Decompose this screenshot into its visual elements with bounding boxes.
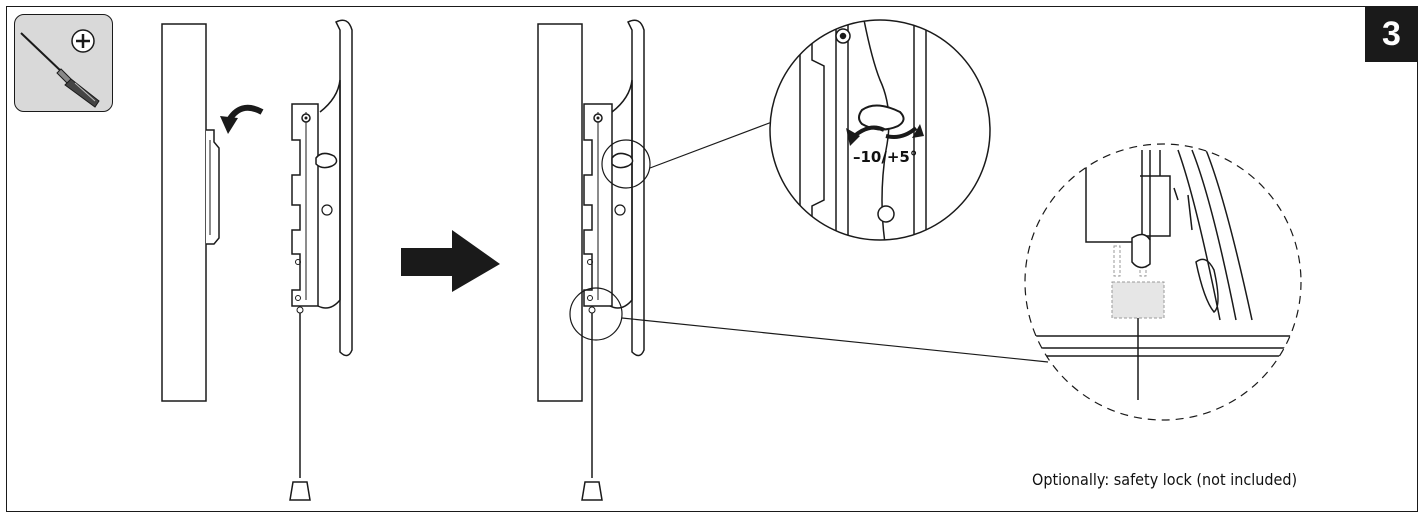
safety-cord-right (581, 306, 603, 501)
wall-right (537, 23, 583, 402)
zoom-detail-tilt (769, 19, 991, 241)
zoom-detail-safety-lock (1024, 143, 1302, 421)
leader-line-lock (621, 317, 1049, 363)
tilt-range-label: –10/+5° (853, 148, 918, 166)
safety-lock-caption: Optionally: safety lock (not included) (1032, 470, 1298, 489)
tilt-knob-right (611, 152, 634, 169)
leader-line-knob (649, 121, 773, 169)
tv-panel-right (609, 19, 645, 357)
tilt-knob-left (315, 152, 338, 169)
phillips-screwdriver-icon (20, 29, 100, 108)
wall-plate-left (206, 129, 220, 245)
tv-bracket-left (291, 103, 319, 307)
detail-marker-knob (601, 139, 651, 189)
tool-indicator (14, 14, 113, 112)
detail-marker-lock (569, 287, 623, 341)
curved-arrow-icon (220, 104, 264, 134)
tv-panel-left (317, 19, 353, 357)
right-arrow-icon (401, 230, 500, 292)
tv-bracket-right (583, 103, 613, 307)
step-number-badge: 3 (1365, 6, 1418, 62)
wall-left (161, 23, 207, 402)
diagram-frame (6, 6, 1418, 512)
safety-cord-left (289, 306, 311, 501)
